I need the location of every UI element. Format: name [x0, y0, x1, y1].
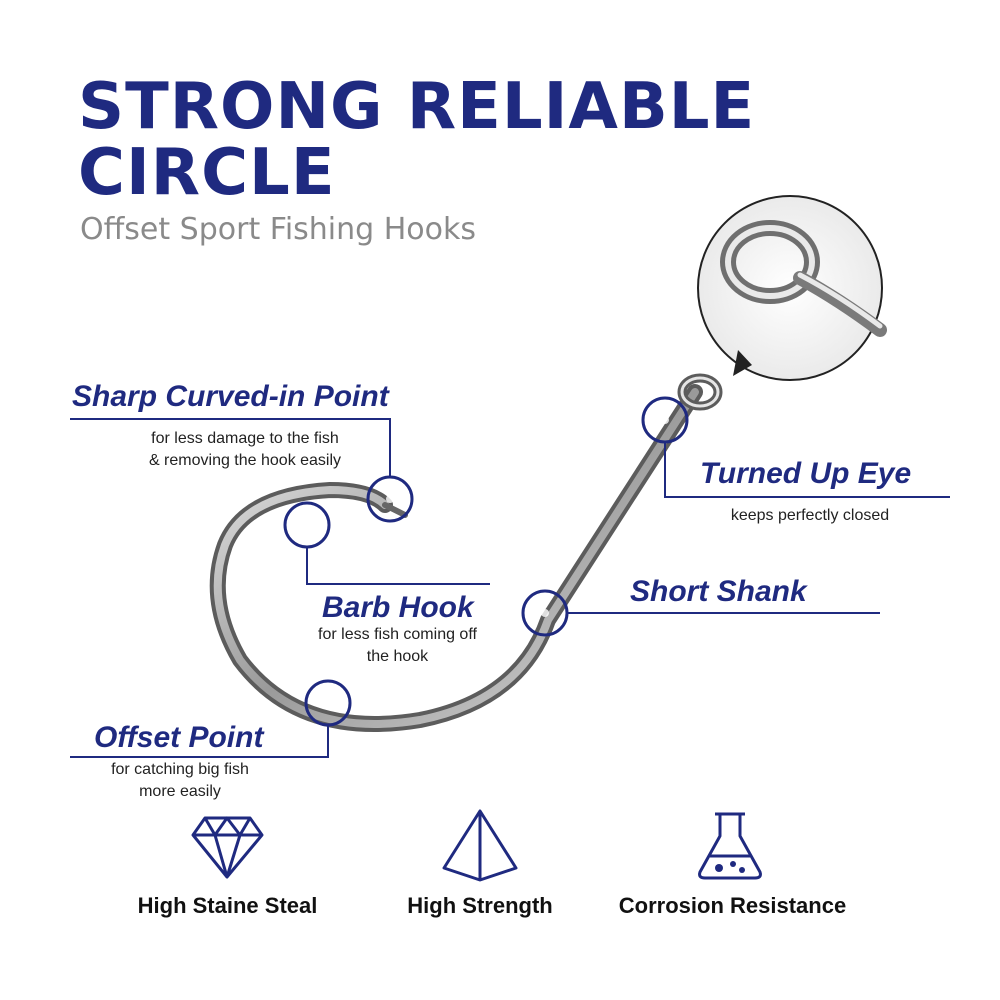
- pyramid-icon: [442, 809, 518, 882]
- flask-icon: [698, 812, 762, 880]
- desc-line: for less damage to the fish: [151, 430, 339, 447]
- feature-barb-hook-title: Barb Hook: [322, 591, 474, 624]
- diamond-icon: [191, 816, 264, 879]
- feature-short-shank-title: Short Shank: [630, 575, 807, 608]
- feature-turned-eye-title: Turned Up Eye: [700, 457, 912, 490]
- icon-label-steel: High Staine Steal: [137, 893, 318, 918]
- desc-line: more easily: [139, 783, 221, 800]
- eye-closeup: [697, 195, 887, 381]
- feature-sharp-point-desc: for less damage to the fish & removing t…: [120, 428, 370, 472]
- fishing-hook: [209, 373, 723, 732]
- page-subtitle: Offset Sport Fishing Hooks: [80, 212, 476, 247]
- feature-offset-point-desc: for catching big fish more easily: [80, 759, 280, 803]
- feature-barb-hook-desc: for less fish coming off the hook: [290, 624, 505, 668]
- desc-line: & removing the hook easily: [148, 452, 342, 469]
- feature-sharp-point-title: Sharp Curved-in Point: [72, 380, 389, 413]
- leader-lines: [70, 418, 950, 758]
- feature-offset-point-title: Offset Point: [94, 721, 264, 754]
- icon-label-strength: High Strength: [407, 893, 553, 918]
- desc-line: for less fish coming off: [318, 626, 477, 643]
- desc-line: the hook: [366, 648, 429, 665]
- desc-line: for catching big fish: [111, 761, 249, 778]
- feature-turned-eye-desc: keeps perfectly closed: [730, 507, 890, 524]
- page-title: STRONG RELIABLE CIRCLE: [78, 70, 756, 210]
- icon-label-corrosion: Corrosion Resistance: [618, 893, 847, 918]
